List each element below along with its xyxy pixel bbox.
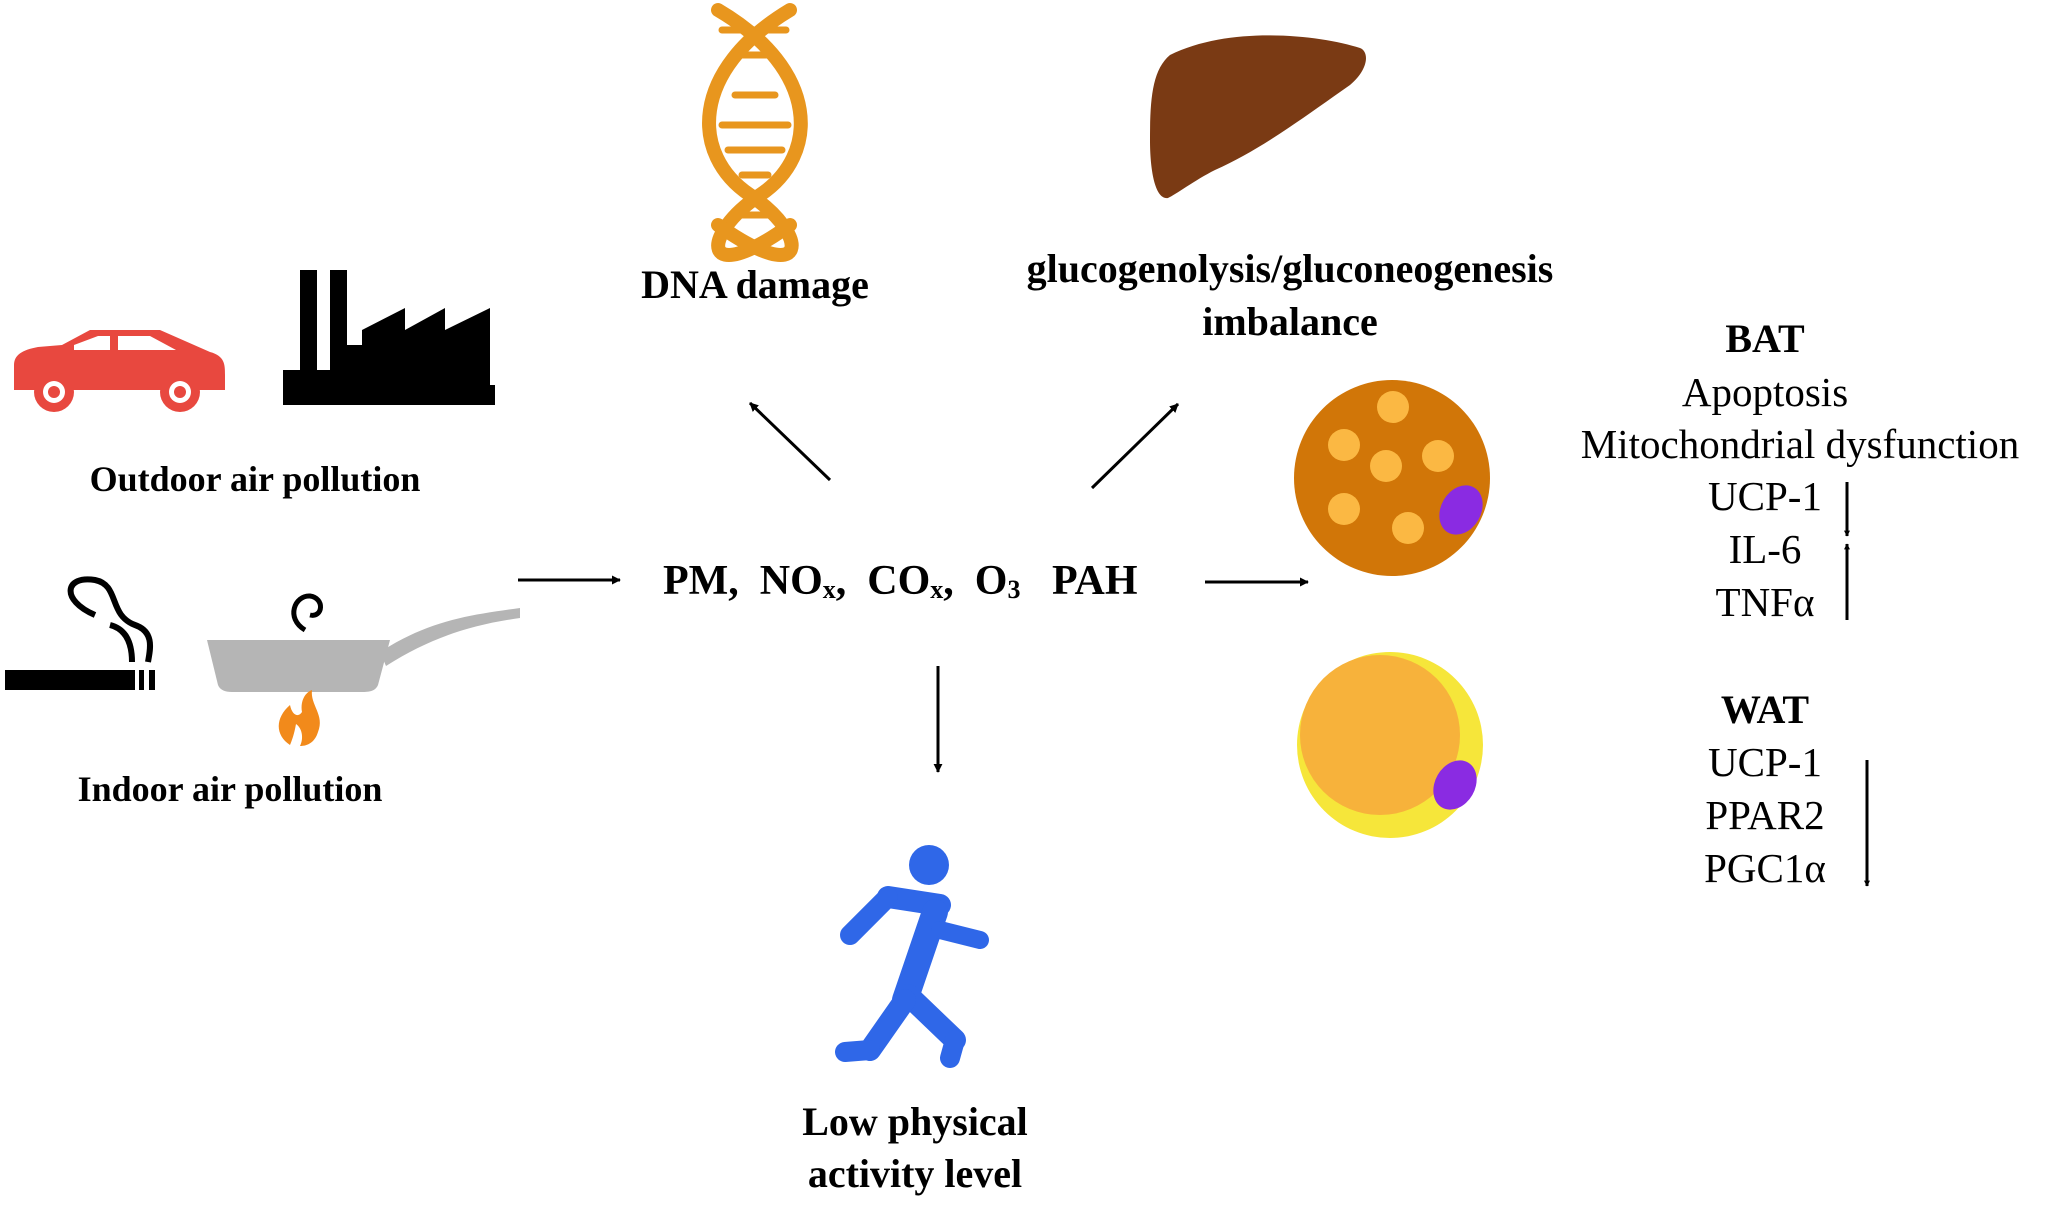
flame-icon (278, 690, 320, 746)
factory-icon (283, 270, 495, 405)
pollutant-nox: NOx (759, 558, 836, 604)
bat-ucp1: UCP-1 (1708, 473, 1822, 519)
runner-icon (835, 845, 989, 1068)
bat-title: BAT (1725, 316, 1805, 361)
car-icon (14, 330, 225, 412)
wat-title: WAT (1720, 687, 1810, 732)
bat-mito-dysfunction: Mitochondrial dysfunction (1580, 421, 2020, 467)
indoor-pollution-label: Indoor air pollution (77, 769, 383, 809)
gluco-label-line1: glucogenolysis/gluconeogenesis (1026, 246, 1554, 291)
arrow-to-dna-damage (748, 401, 832, 482)
arrow-to-liver (1090, 402, 1180, 490)
activity-label-line2: activity level (807, 1151, 1023, 1196)
pollutant-cox: COx (867, 558, 944, 604)
wat-cell-icon (1297, 652, 1483, 838)
gluco-label-line2: imbalance (1202, 299, 1378, 344)
bat-apoptosis: Apoptosis (1681, 369, 1849, 415)
bat-il6: IL-6 (1728, 526, 1802, 572)
outdoor-pollution-label: Outdoor air pollution (89, 459, 421, 499)
frying-pan-icon (207, 593, 520, 692)
activity-label-line1: Low physical (802, 1099, 1028, 1144)
dna-icon (702, 3, 808, 262)
bat-tnfa: TNFα (1715, 579, 1815, 625)
bat-cell-icon (1294, 380, 1490, 576)
cigarette-icon (5, 576, 155, 690)
pollutant-pah: PAH (1051, 558, 1138, 604)
dna-damage-label: DNA damage (641, 262, 869, 307)
pollutant-list: PM, NOx, COx, O3 PAH (663, 558, 1138, 604)
pollutant-pm: PM, (663, 558, 739, 604)
pollutant-o3: O3 (974, 558, 1021, 604)
wat-pgc1a: PGC1α (1704, 845, 1826, 891)
wat-ppar2: PPAR2 (1705, 792, 1825, 838)
wat-ucp1: UCP-1 (1708, 739, 1822, 785)
liver-icon (1150, 35, 1366, 199)
